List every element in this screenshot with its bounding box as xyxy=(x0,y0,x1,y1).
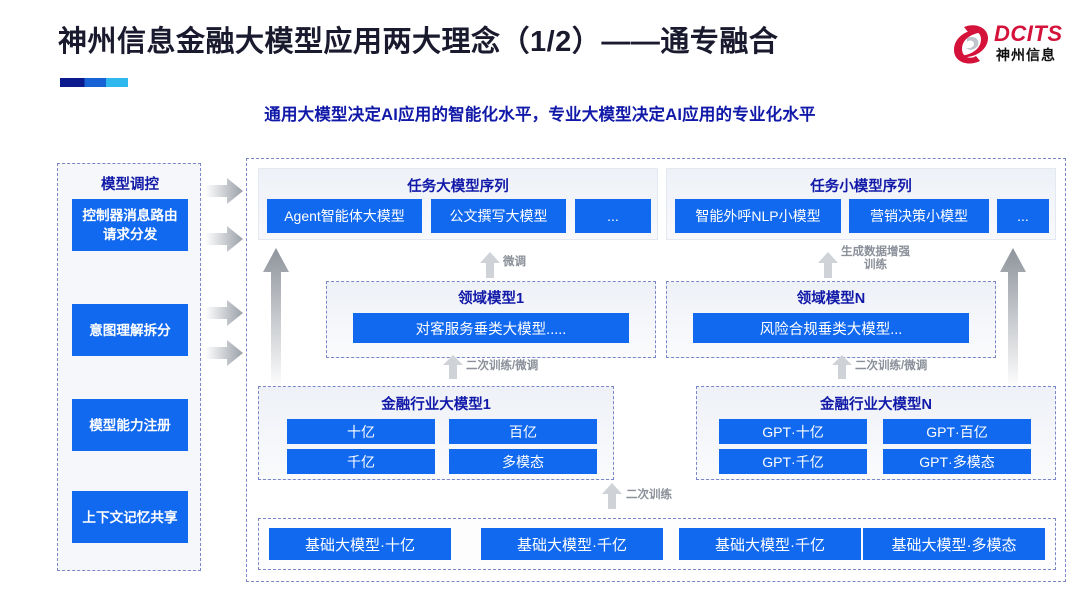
uparrow-fine-tune xyxy=(480,252,500,283)
task-large-model-sequence-title: 任务大模型序列 xyxy=(407,179,509,195)
chip-doc-writing-model[interactable]: 公文撰写大模型 xyxy=(431,199,566,233)
sidebar-title: 模型调控 xyxy=(101,177,159,193)
chip-base-hundred-billion[interactable]: 基础大模型·千亿 xyxy=(481,528,663,560)
annotation-retrain-right: 二次训练/微调 xyxy=(855,360,928,372)
domain-model-n-group: 领域模型N 风险合规垂类大模型... xyxy=(666,281,996,358)
uparrow-data-augmentation xyxy=(818,252,838,283)
chip-finn-gpt-ten-billion[interactable]: GPT·百亿 xyxy=(883,419,1031,444)
annotation-fine-tune-left: 微调 xyxy=(503,256,526,268)
chip-customer-service-vertical-model[interactable]: 对客服务垂类大模型..... xyxy=(353,313,629,343)
logo-brand-cn-text: 神州信息 xyxy=(996,47,1056,63)
annotation-data-augmentation: 生成数据增强 训练 xyxy=(841,246,910,271)
chip-fin1-ten-billion[interactable]: 百亿 xyxy=(449,419,597,444)
task-small-model-sequence-title: 任务小模型序列 xyxy=(810,179,912,195)
riser-arrow-left xyxy=(263,248,289,393)
chip-finn-gpt-multimodal[interactable]: GPT·多模态 xyxy=(883,449,1031,474)
chip-more-large-models[interactable]: ... xyxy=(575,199,651,233)
chip-base-billion[interactable]: 基础大模型·十亿 xyxy=(269,528,451,560)
domain-model-n-title: 领域模型N xyxy=(796,291,866,307)
chip-finn-gpt-hundred-billion[interactable]: GPT·千亿 xyxy=(719,449,867,474)
uparrow-retrain-base xyxy=(602,483,622,514)
domain-model-1-group: 领域模型1 对客服务垂类大模型..... xyxy=(326,281,656,358)
base-model-group: 基础大模型·十亿 基础大模型·千亿 基础大模型·千亿 基础大模型·多模态 xyxy=(258,518,1056,570)
finance-industry-model-1-group: 金融行业大模型1 十亿 百亿 千亿 多模态 xyxy=(258,386,614,480)
chip-finn-gpt-billion[interactable]: GPT·十亿 xyxy=(719,419,867,444)
uparrow-retrain-right xyxy=(832,355,852,384)
page-subtitle: 通用大模型决定AI应用的智能化水平，专业大模型决定AI应用的专业化水平 xyxy=(264,106,816,124)
finance-industry-model-1-title: 金融行业大模型1 xyxy=(381,397,491,413)
page-title: 神州信息金融大模型应用两大理念（1/2）——通专融合 xyxy=(58,26,779,58)
chip-agent-large-model[interactable]: Agent智能体大模型 xyxy=(267,199,422,233)
company-logo: DCITS 神州信息 xyxy=(950,22,1074,72)
flow-arrow-right-4 xyxy=(205,340,243,366)
swirl-logo-icon xyxy=(950,24,992,64)
chip-fin1-multimodal[interactable]: 多模态 xyxy=(449,449,597,474)
chip-marketing-decision-model[interactable]: 营销决策小模型 xyxy=(849,199,989,233)
finance-industry-model-n-group: 金融行业大模型N GPT·十亿 GPT·百亿 GPT·千亿 GPT·多模态 xyxy=(696,386,1056,480)
finance-industry-model-n-title: 金融行业大模型N xyxy=(820,397,932,413)
sidebar-item-controller-routing[interactable]: 控制器消息路由请求分发 xyxy=(72,199,188,251)
flow-arrow-right-1 xyxy=(205,178,243,204)
logo-brand-text: DCITS xyxy=(994,21,1063,46)
task-small-model-sequence-card: 任务小模型序列 智能外呼NLP小模型 营销决策小模型 ... xyxy=(666,168,1056,240)
model-control-sidebar: 模型调控 控制器消息路由请求分发 意图理解拆分 模型能力注册 上下文记忆共享 xyxy=(57,163,201,571)
chip-base-trillion[interactable]: 基础大模型·千亿 xyxy=(679,528,861,560)
uparrow-retrain-left xyxy=(443,355,463,384)
flow-arrow-right-3 xyxy=(205,300,243,326)
sidebar-item-context-memory[interactable]: 上下文记忆共享 xyxy=(72,491,188,543)
chip-fin1-hundred-billion[interactable]: 千亿 xyxy=(287,449,435,474)
annotation-retrain-base: 二次训练 xyxy=(626,489,672,501)
riser-arrow-right xyxy=(1000,248,1026,393)
task-large-model-sequence-card: 任务大模型序列 Agent智能体大模型 公文撰写大模型 ... xyxy=(258,168,658,240)
domain-model-1-title: 领域模型1 xyxy=(457,291,525,307)
annotation-retrain-left: 二次训练/微调 xyxy=(466,360,539,372)
flow-arrow-right-2 xyxy=(205,226,243,252)
page-header: 神州信息金融大模型应用两大理念（1/2）——通专融合 通用大模型决定AI应用的智… xyxy=(0,0,1080,140)
chip-fin1-billion[interactable]: 十亿 xyxy=(287,419,435,444)
sidebar-item-intent-parsing[interactable]: 意图理解拆分 xyxy=(72,304,188,356)
sidebar-item-capability-registry[interactable]: 模型能力注册 xyxy=(72,399,188,451)
chip-risk-compliance-vertical-model[interactable]: 风险合规垂类大模型... xyxy=(693,313,969,343)
chip-more-small-models[interactable]: ... xyxy=(997,199,1049,233)
title-underline-accent xyxy=(60,78,128,87)
chip-base-multimodal[interactable]: 基础大模型·多模态 xyxy=(863,528,1045,560)
chip-outbound-nlp-small-model[interactable]: 智能外呼NLP小模型 xyxy=(675,199,841,233)
